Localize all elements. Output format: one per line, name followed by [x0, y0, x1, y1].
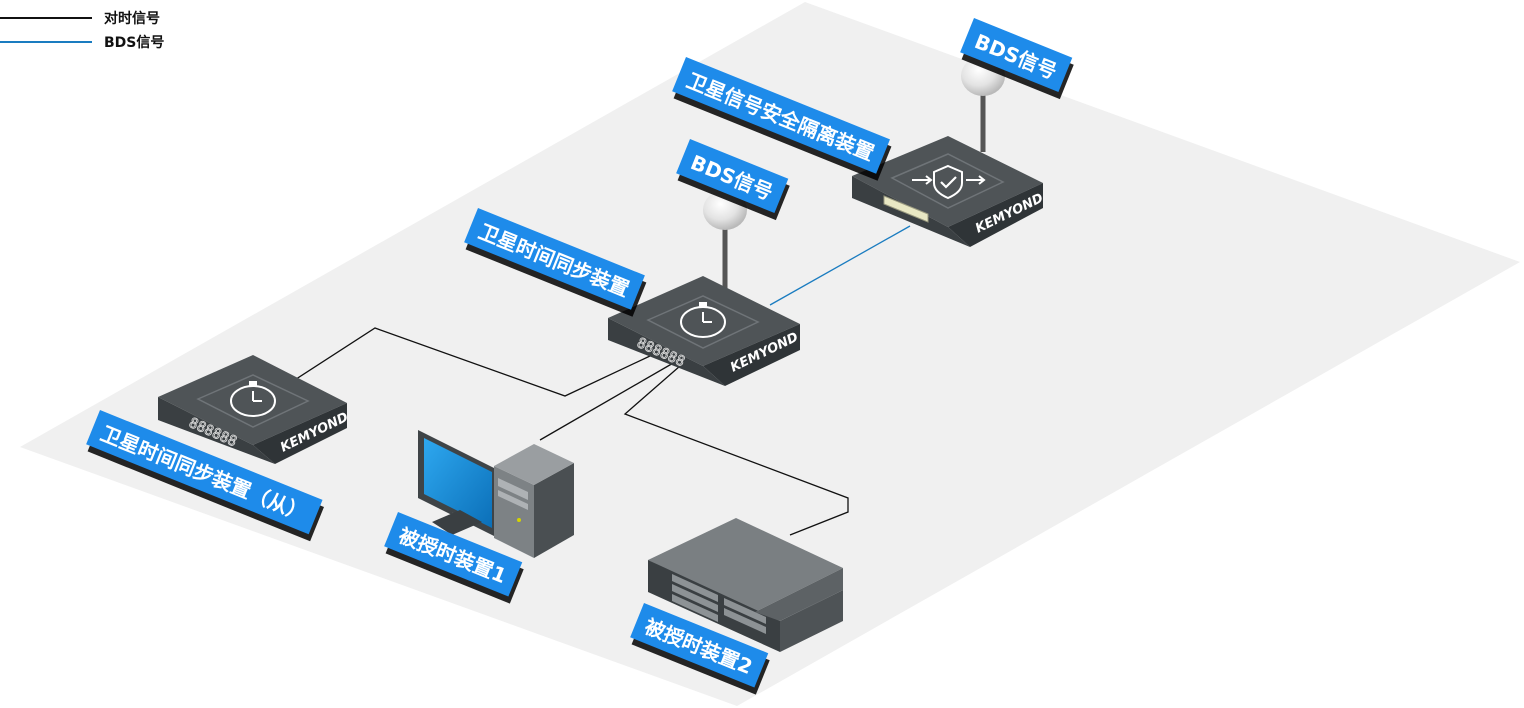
client2-server[interactable]	[648, 518, 843, 652]
server-side	[780, 590, 843, 652]
shield-icon	[912, 164, 986, 200]
monitor-base	[432, 510, 482, 535]
device-side	[703, 324, 800, 386]
bds-line	[769, 225, 911, 306]
legend-item-bds: BDS信号	[0, 30, 200, 54]
monitor-screen	[424, 438, 492, 528]
device-side	[253, 403, 347, 464]
lcd-screen	[883, 195, 929, 223]
drive-bay	[498, 490, 528, 510]
server-side-top	[755, 568, 843, 621]
power-led	[517, 518, 521, 522]
timing-line-client2	[623, 365, 849, 536]
device-front	[158, 397, 275, 464]
server-top	[648, 518, 843, 612]
tower-top	[494, 444, 574, 485]
legend-swatch-timing	[0, 17, 92, 19]
legend: 对时信号 BDS信号	[0, 6, 200, 54]
timing-line-slave	[289, 327, 651, 397]
device-top-panel	[196, 374, 310, 428]
device-top-panel	[646, 295, 760, 349]
device-front	[608, 318, 725, 386]
drive-bay	[498, 478, 528, 500]
isolation-device[interactable]: KEMYOND	[852, 56, 1046, 247]
device-top	[852, 136, 1043, 227]
stopwatch-icon	[230, 381, 276, 417]
device-side	[948, 183, 1043, 247]
tower-side	[534, 463, 574, 558]
timing-lines	[289, 327, 849, 536]
legend-label-timing: 对时信号	[104, 11, 160, 27]
stopwatch-icon	[680, 302, 726, 338]
antenna-dome	[703, 190, 747, 230]
tower-front	[494, 466, 534, 558]
legend-item-timing: 对时信号	[0, 6, 200, 30]
client1-computer[interactable]	[418, 430, 574, 558]
device-top-panel	[890, 153, 1005, 209]
legend-swatch-bds	[0, 41, 92, 43]
drive-slots	[672, 574, 766, 634]
legend-label-bds: BDS信号	[104, 35, 165, 51]
timing-line-client1	[539, 361, 676, 441]
